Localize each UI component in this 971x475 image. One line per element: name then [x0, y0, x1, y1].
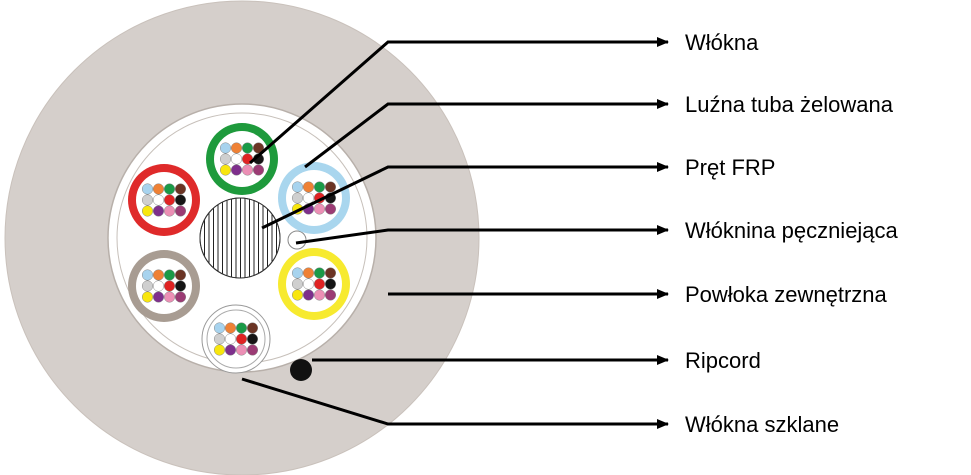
fiber	[163, 291, 176, 303]
fiber	[224, 333, 237, 345]
fiber	[163, 269, 176, 281]
fiber	[152, 183, 165, 195]
fiber	[219, 142, 232, 154]
label-swelling-tape: Włóknina pęczniejąca	[685, 218, 899, 243]
fiber	[235, 322, 248, 334]
fiber	[174, 269, 187, 281]
fiber	[246, 344, 259, 356]
fiber	[174, 194, 187, 206]
fiber	[163, 194, 176, 206]
fiber	[174, 280, 187, 292]
fiber	[252, 142, 265, 154]
fiber	[302, 267, 315, 279]
fiber	[291, 181, 304, 193]
fiber	[313, 278, 326, 290]
fiber	[163, 205, 176, 217]
fiber	[163, 280, 176, 292]
fiber	[246, 333, 259, 345]
fiber	[291, 278, 304, 290]
fiber	[174, 205, 187, 217]
fiber	[152, 269, 165, 281]
fiber	[302, 192, 315, 204]
fiber	[252, 164, 265, 176]
label-loose-tube: Luźna tuba żelowana	[685, 92, 894, 117]
fiber	[324, 203, 337, 215]
loose-tube	[201, 304, 271, 374]
fiber	[324, 181, 337, 193]
leader-loose-tube	[304, 99, 669, 169]
loose-tube	[278, 162, 350, 234]
leader-lines	[241, 37, 669, 429]
fiber	[230, 164, 243, 176]
fiber	[141, 280, 154, 292]
label-ripcord: Ripcord	[685, 348, 761, 373]
fiber	[302, 289, 315, 301]
fiber	[313, 203, 326, 215]
loose-tube	[128, 164, 200, 236]
fiber	[213, 333, 226, 345]
fiber	[291, 289, 304, 301]
fiber	[313, 267, 326, 279]
fiber	[235, 333, 248, 345]
fiber	[230, 142, 243, 154]
label-fibers: Włókna	[685, 30, 759, 55]
fiber	[152, 280, 165, 292]
fiber	[174, 291, 187, 303]
fiber	[324, 267, 337, 279]
loose-tube	[278, 248, 350, 320]
label-glass-yarn: Włókna szklane	[685, 412, 839, 437]
fiber	[213, 322, 226, 334]
fiber	[174, 183, 187, 195]
fiber	[324, 278, 337, 290]
fiber	[291, 267, 304, 279]
loose-tube	[128, 250, 200, 322]
fiber	[246, 322, 259, 334]
leader-frp-rod	[261, 162, 669, 230]
fiber	[235, 344, 248, 356]
fiber	[224, 344, 237, 356]
fiber	[313, 289, 326, 301]
fiber	[163, 183, 176, 195]
fiber	[291, 192, 304, 204]
fiber	[219, 153, 232, 165]
fiber	[302, 181, 315, 193]
leader-fibers	[249, 37, 669, 165]
label-outer-sheath: Powłoka zewnętrzna	[685, 282, 888, 307]
loose-tube	[206, 123, 278, 195]
fiber	[141, 291, 154, 303]
leader-glass-yarn	[241, 377, 669, 429]
fiber	[241, 164, 254, 176]
fiber	[219, 164, 232, 176]
fiber	[302, 278, 315, 290]
fiber	[230, 153, 243, 165]
fiber	[313, 181, 326, 193]
leader-swelling-tape	[295, 225, 669, 245]
fiber	[141, 269, 154, 281]
fiber	[224, 322, 237, 334]
fiber	[152, 291, 165, 303]
fiber	[152, 205, 165, 217]
fiber	[241, 142, 254, 154]
swelling-thread	[287, 230, 307, 250]
fiber	[141, 194, 154, 206]
fiber	[213, 344, 226, 356]
label-frp-rod: Pręt FRP	[685, 155, 775, 180]
ripcord-dot	[290, 359, 312, 381]
fiber	[324, 289, 337, 301]
fiber	[152, 194, 165, 206]
loose-tubes	[128, 123, 350, 374]
fiber	[141, 183, 154, 195]
fiber	[141, 205, 154, 217]
